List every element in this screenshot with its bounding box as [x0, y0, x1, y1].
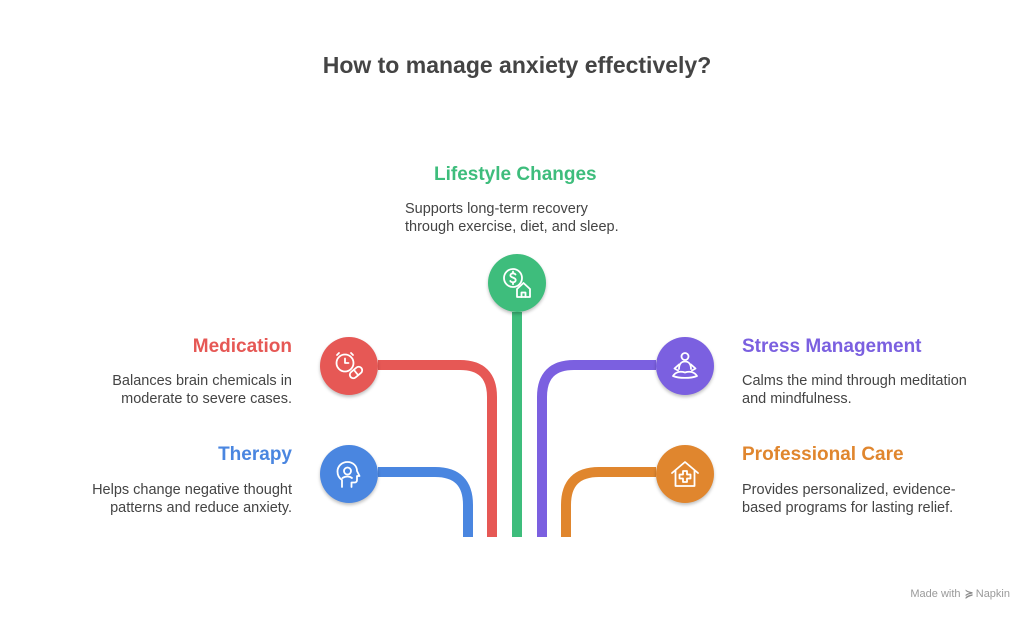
connector-medication	[378, 360, 497, 537]
money-house-icon	[503, 268, 531, 298]
lifestyle-description-line: through exercise, diet, and sleep.	[405, 219, 619, 235]
connector-stress	[537, 360, 656, 537]
lifestyle-title: Lifestyle Changes	[434, 164, 597, 185]
lifestyle-description-line: Supports long-term recovery	[405, 201, 588, 217]
medication-node	[320, 337, 378, 395]
therapy-description-line: patterns and reduce anxiety.	[110, 500, 292, 516]
professional-description-line: based programs for lasting relief.	[742, 500, 954, 516]
page-title: How to manage anxiety effectively?	[322, 52, 712, 78]
medication-title: Medication	[192, 336, 292, 357]
clock-pill-icon	[335, 352, 364, 380]
medication-description: Balances brain chemicals in moderate to …	[112, 372, 292, 408]
stress-description-line: and mindfulness.	[742, 391, 852, 407]
connector-professional	[561, 467, 656, 537]
napkin-watermark: Made with≽Napkin	[910, 587, 1010, 600]
stress-description-line: Calms the mind through meditation	[742, 373, 967, 389]
medical-house-icon	[671, 461, 699, 487]
therapy-title: Therapy	[218, 444, 292, 465]
medication-description-line: moderate to severe cases.	[121, 391, 292, 407]
therapy-description: Helps change negative thought patterns a…	[92, 481, 292, 517]
lifestyle-description: Supports long-term recovery through exer…	[405, 200, 619, 236]
stress-node	[656, 337, 714, 395]
therapy-node	[320, 445, 378, 503]
watermark-prefix: Made with	[910, 588, 961, 600]
professional-description: Provides personalized, evidence- based p…	[742, 481, 956, 517]
watermark-brand: Napkin	[975, 588, 1010, 600]
therapy-description-line: Helps change negative thought	[92, 482, 292, 498]
meditation-icon	[672, 352, 698, 379]
stress-title: Stress Management	[742, 336, 922, 357]
professional-title: Professional Care	[742, 444, 904, 465]
head-profile-icon	[336, 461, 361, 488]
connector-therapy	[378, 467, 473, 537]
lifestyle-node	[488, 254, 546, 312]
medication-description-line: Balances brain chemicals in	[112, 373, 292, 389]
professional-node	[656, 445, 714, 503]
professional-description-line: Provides personalized, evidence-	[742, 482, 956, 498]
stress-description: Calms the mind through meditation and mi…	[742, 372, 967, 408]
napkin-logo-icon: ≽	[964, 588, 974, 600]
